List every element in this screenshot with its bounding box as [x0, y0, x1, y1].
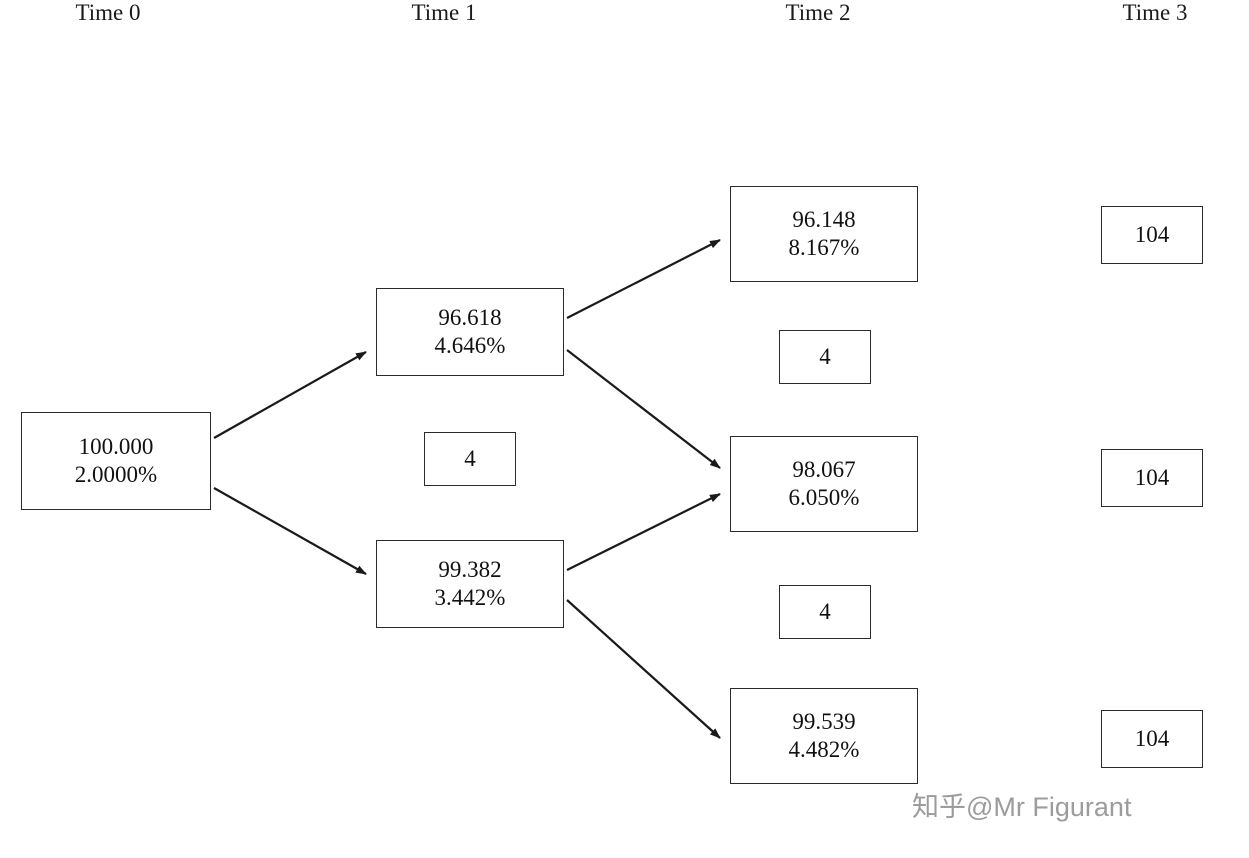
edge-t1up-to-t2uu — [566, 239, 721, 319]
node-time2-up-up-rate: 8.167% — [788, 235, 860, 260]
column-header-time2: Time 2 — [710, 0, 926, 26]
node-time3-up-up-value: 104 — [1134, 221, 1170, 247]
node-time1-down: 99.382 3.442% — [376, 540, 564, 628]
node-time1-coupon-value: 4 — [464, 445, 476, 471]
node-time2-lower-coupon: 4 — [779, 585, 871, 639]
node-time1-down-rate: 3.442% — [434, 585, 506, 610]
watermark: 知乎@Mr Figurant — [912, 785, 1131, 824]
zhihu-logo-icon: 知乎 — [912, 792, 966, 822]
edge-t1up-to-t2ud — [566, 349, 721, 469]
node-time0-price: 100.000 2.0000% — [21, 412, 211, 510]
column-header-time3-label: Time 3 — [1122, 0, 1188, 25]
node-time2-down-down-rate: 4.482% — [788, 737, 860, 762]
node-time1-up: 96.618 4.646% — [376, 288, 564, 376]
node-time2-upper-coupon: 4 — [779, 330, 871, 384]
node-time2-up-down-value: 98.067 — [792, 456, 856, 482]
node-time2-up-down: 98.067 6.050% — [730, 436, 918, 532]
node-time1-down-value: 99.382 — [438, 556, 502, 582]
watermark-text: @Mr Figurant — [966, 792, 1132, 822]
edge-t1down-to-t2dd — [566, 599, 721, 739]
node-time0-price-value: 100.000 — [78, 433, 154, 459]
node-time1-up-rate: 4.646% — [434, 333, 506, 358]
node-time1-up-value: 96.618 — [438, 304, 502, 330]
node-time2-down-down-value: 99.539 — [792, 708, 856, 734]
column-header-time2-label: Time 2 — [785, 0, 851, 25]
edge-t0-to-t1down — [213, 487, 367, 575]
node-time2-up-up-value: 96.148 — [792, 206, 856, 232]
column-header-time0: Time 0 — [0, 0, 216, 26]
edge-t0-to-t1up — [213, 351, 367, 439]
column-header-time0-label: Time 0 — [75, 0, 141, 25]
node-time1-coupon: 4 — [424, 432, 516, 486]
column-header-time1: Time 1 — [336, 0, 552, 26]
column-header-time3: Time 3 — [1047, 0, 1249, 26]
node-time2-up-down-rate: 6.050% — [788, 485, 860, 510]
edge-t1down-to-t2ud — [566, 493, 721, 571]
column-header-time1-label: Time 1 — [411, 0, 477, 25]
node-time2-lower-coupon-value: 4 — [819, 598, 831, 624]
node-time3-down-down-value: 104 — [1134, 725, 1170, 751]
node-time3-down-down: 104 — [1101, 710, 1203, 768]
node-time3-up-down-value: 104 — [1134, 464, 1170, 490]
node-time2-upper-coupon-value: 4 — [819, 343, 831, 369]
node-time2-down-down: 99.539 4.482% — [730, 688, 918, 784]
node-time3-up-up: 104 — [1101, 206, 1203, 264]
node-time0-price-rate: 2.0000% — [74, 462, 158, 487]
node-time3-up-down: 104 — [1101, 449, 1203, 507]
node-time2-up-up: 96.148 8.167% — [730, 186, 918, 282]
